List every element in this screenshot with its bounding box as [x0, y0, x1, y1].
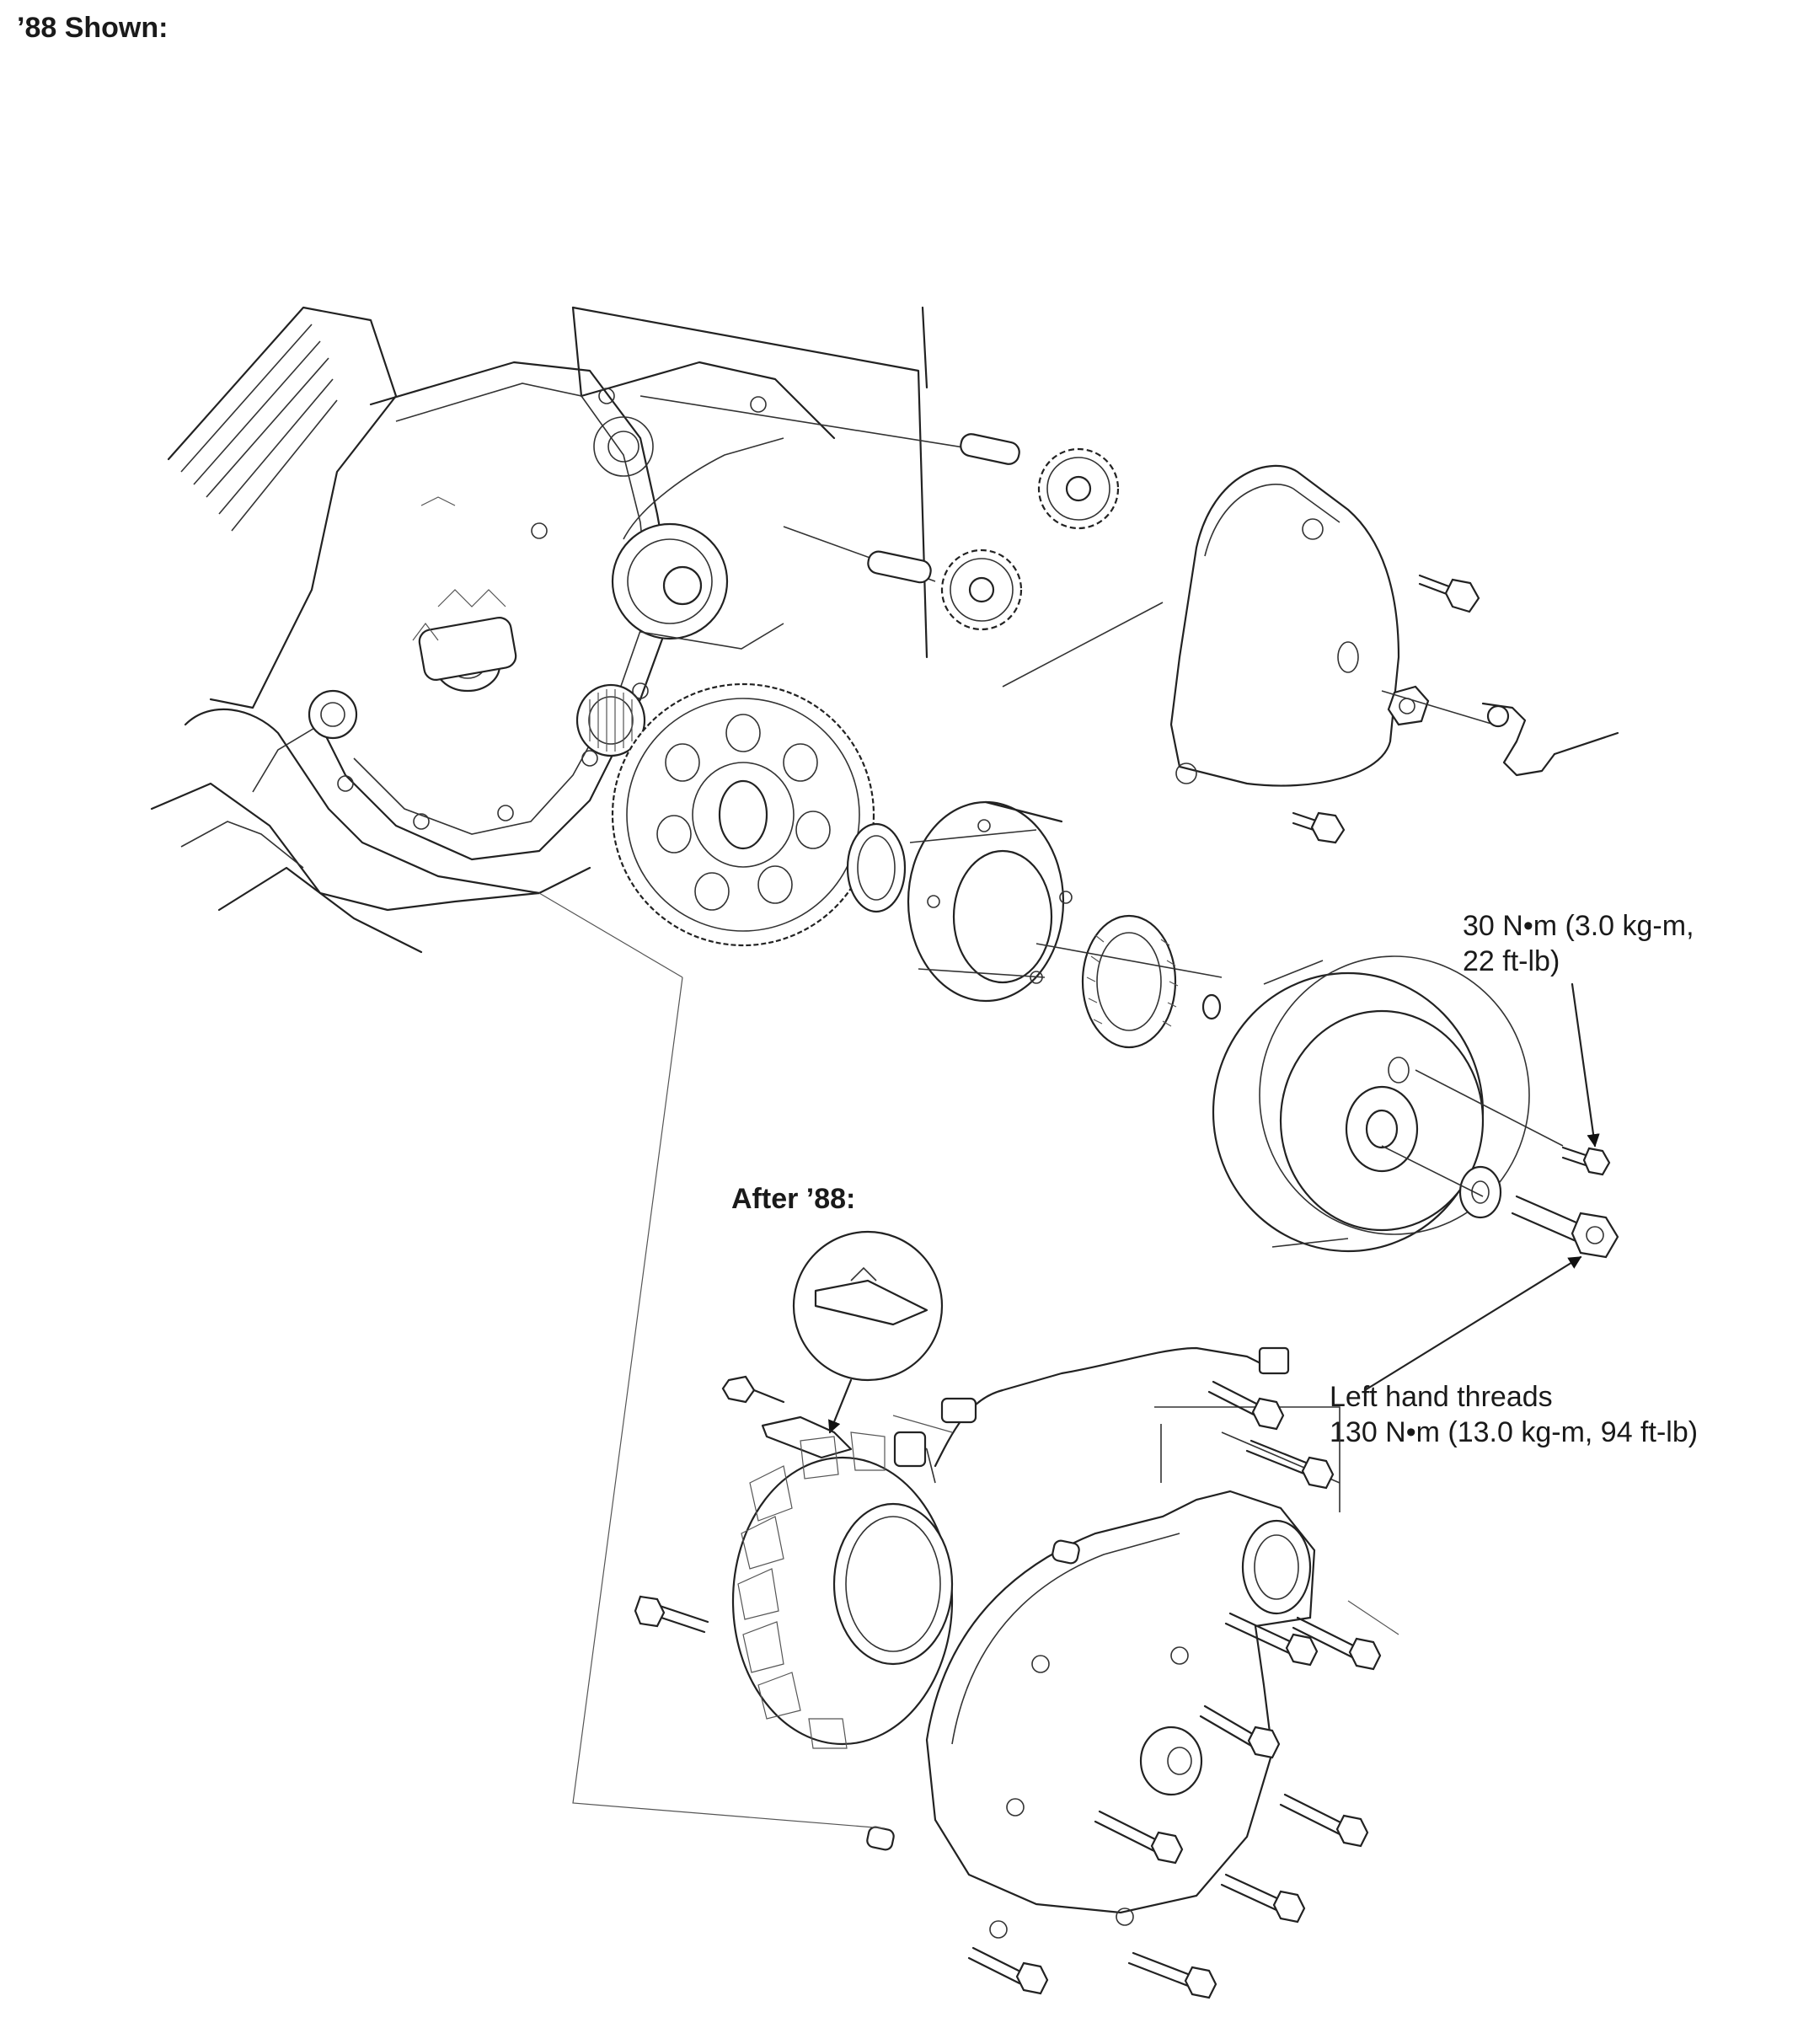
engine-crankcase-illustration: [150, 306, 928, 954]
rotor-bolt-torque-spec: Left hand threads 130 N•m (13.0 kg-m, 94…: [1330, 1379, 1698, 1450]
shift-linkage: [1381, 685, 1619, 777]
rotor-bolt-torque: 130 N•m (13.0 kg-m, 94 ft-lb): [1330, 1416, 1699, 1448]
rotor-washer: [1458, 1165, 1502, 1219]
after-88-inset: [792, 1230, 944, 1434]
one-way-clutch: [1035, 914, 1223, 1049]
alternator-cover-bolts: [967, 1380, 1382, 1999]
cover-bolt: [967, 1946, 1049, 1995]
thrust-washer: [846, 822, 907, 913]
starter-driven-gear: [611, 682, 875, 947]
flywheel-bolt-torque-line1: 30 N•m (3.0 kg-m,: [1463, 910, 1694, 942]
reduction-gear-lower: [940, 548, 1023, 631]
cover-bolt: [1199, 1704, 1281, 1759]
stator: [731, 1346, 1290, 1749]
starter-clutch-outer: [907, 800, 1073, 1003]
assembly-guide-lines: [538, 892, 1399, 1829]
flywheel-rotor: [1212, 955, 1530, 1253]
shown-label: ’88 Shown:: [17, 12, 169, 44]
cover-bolt: [1220, 1873, 1306, 1924]
starter-reduction-gears: [639, 395, 1120, 631]
alternator-cover: [925, 1406, 1340, 1939]
starter-clutch-cover: [1002, 464, 1619, 844]
woodruff-key: [1201, 993, 1222, 1020]
cover-bolt-lower: [1292, 811, 1346, 844]
flywheel-bolt-torque-line2: 22 ft-lb): [1463, 945, 1560, 977]
cover-bolt-upper: [1418, 574, 1480, 613]
rotor-bolt: [1381, 1145, 1619, 1259]
reduction-gear-upper: [1037, 447, 1120, 530]
stator-bolt: [634, 1595, 709, 1634]
cover-bolt: [1127, 1951, 1217, 1999]
cover-bolt: [1245, 1439, 1335, 1490]
bracket-bolt: [721, 1375, 853, 1459]
rotor-bolt-note: Left hand threads: [1330, 1381, 1553, 1413]
cover-bolt: [1207, 1380, 1285, 1431]
cover-bolt: [1292, 1616, 1382, 1671]
cover-bolt: [1279, 1793, 1369, 1848]
after-88-label: After ’88:: [731, 1183, 856, 1215]
callout-arrow: [1363, 1255, 1582, 1392]
callout-arrow: [1571, 982, 1600, 1148]
flywheel-bolt-torque-spec: 30 N•m (3.0 kg-m, 22 ft-lb): [1463, 908, 1694, 979]
cover-bolt: [1224, 1612, 1319, 1667]
cover-bolt: [1094, 1810, 1184, 1865]
flywheel-bolt: [1415, 1069, 1611, 1176]
